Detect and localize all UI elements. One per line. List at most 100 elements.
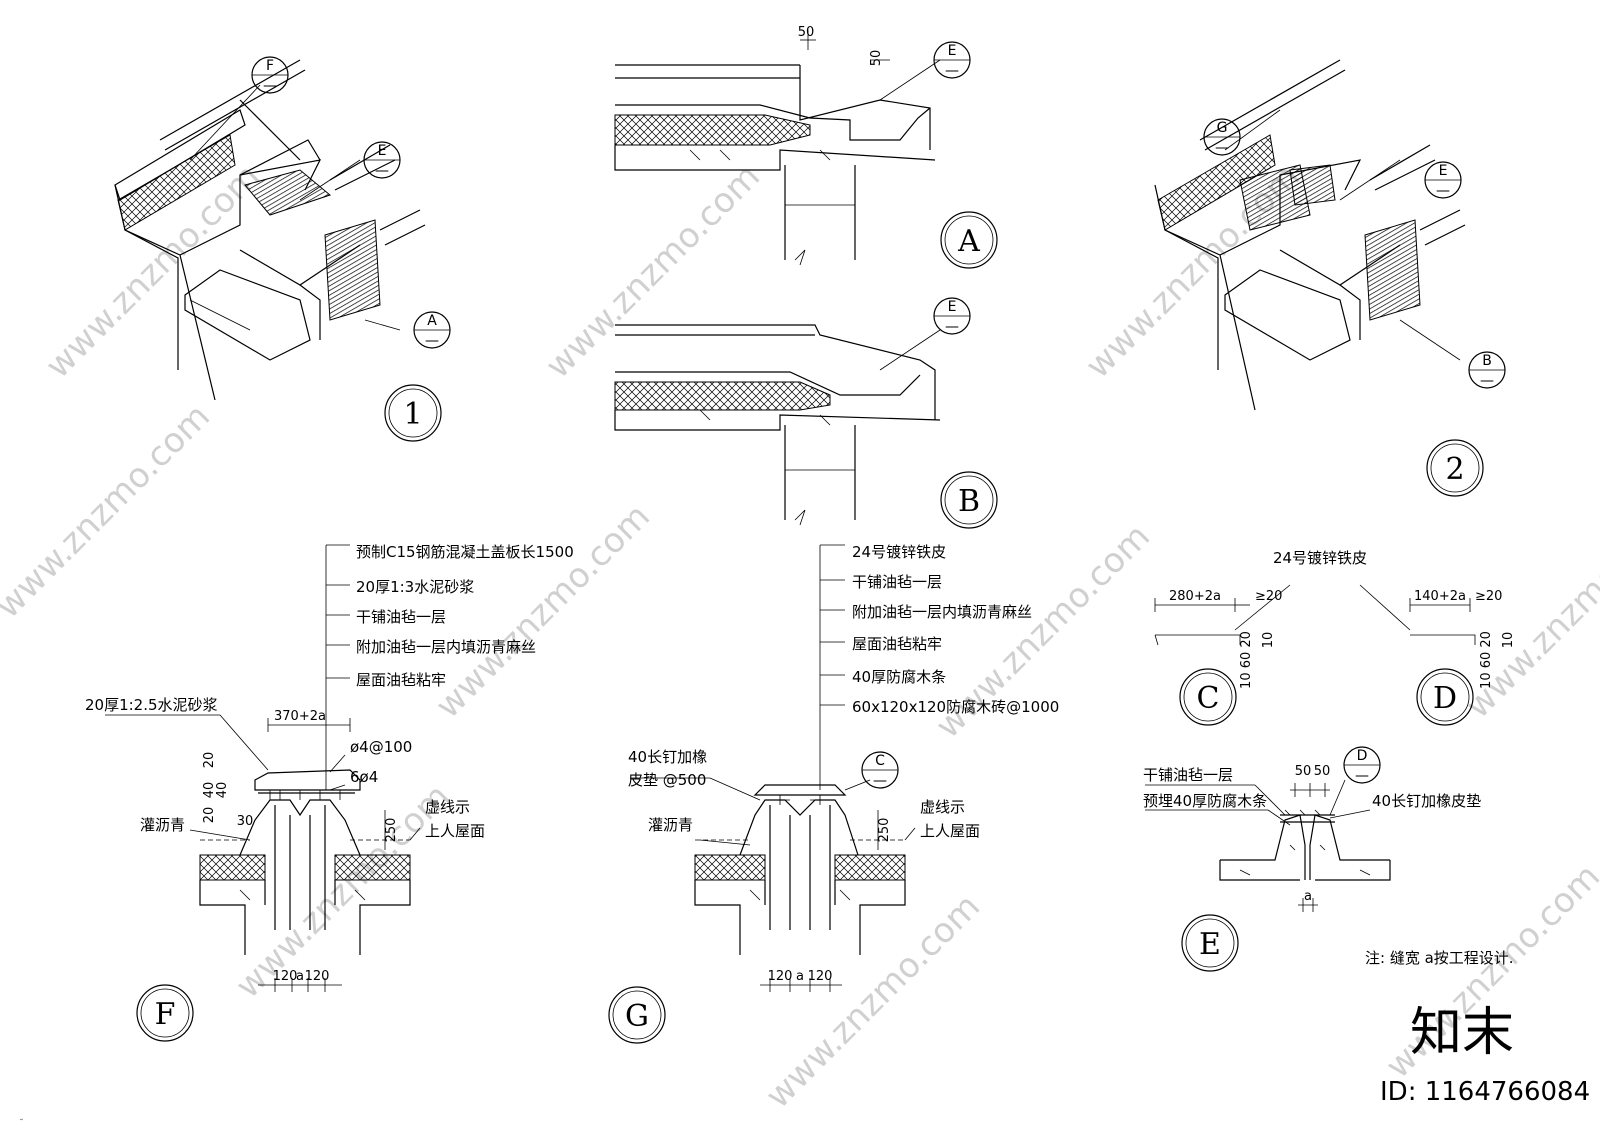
ref-B: B — — [1468, 351, 1506, 389]
ref-G-top: G — — [1203, 118, 1241, 156]
ref-B-label: B — [1482, 353, 1492, 369]
detail-C-marker: C — [1179, 668, 1237, 726]
detail-F-label-4: 附加油毡一层内填沥青麻丝 — [356, 638, 536, 656]
detail-F-dim-30: 30 — [237, 814, 254, 829]
ref-E-B-label: E — [948, 299, 957, 315]
ref-F-dash: — — [263, 78, 277, 94]
design-note: 注: 缝宽 a按工程设计. — [1365, 949, 1514, 967]
ref-A-dash: — — [425, 333, 439, 349]
detail-2-marker: 2 — [1426, 439, 1484, 497]
detail-G-labels: 24号镀锌铁皮 干铺油毡一层 附加油毡一层内填沥青麻丝 屋面油毡粘牢 40厚防腐… — [628, 543, 1059, 840]
detail-E-dim-a: a — [1304, 889, 1312, 904]
detail-G-marker: G — [608, 986, 666, 1044]
detail-G-nail-2: 皮垫 @500 — [628, 771, 706, 789]
detail-F-label-3: 干铺油毡一层 — [356, 608, 446, 626]
detail-A-section: 50 50 — [614, 25, 941, 266]
detail-G-label-2: 干铺油毡一层 — [852, 573, 942, 591]
detail-B-marker: B — [940, 471, 998, 529]
detail-E-wood: 预埋40厚防腐木条 — [1143, 792, 1267, 810]
detail-C-letter: C — [1197, 681, 1220, 716]
detail-F-dim-120b: 120 — [305, 969, 330, 984]
detail-F-marker: F — [136, 984, 194, 1042]
ref-E-A: E — — [933, 41, 971, 79]
ref-E-A-label: E — [948, 43, 957, 59]
detail-D-letter: D — [1433, 681, 1457, 716]
detail-F-dim-20b: 20 — [202, 807, 217, 824]
detail-D-dim-1060: 10 60 20 — [1479, 631, 1494, 689]
detail-F-dash1: 虚线示 — [425, 798, 470, 816]
detail-C-dim-1060: 10 60 20 — [1239, 631, 1254, 689]
ref-C-label: C — [875, 753, 885, 769]
watermark-7: www.znzmo.com — [1458, 496, 1600, 726]
detail-G-dim-250: 250 — [877, 818, 892, 843]
detail-E-felt: 干铺油毡一层 — [1143, 766, 1233, 784]
ref-G-label: G — [1217, 120, 1228, 136]
watermark-2: www.znzmo.com — [538, 156, 768, 386]
detail-B-section — [614, 324, 941, 526]
detail-G-letter: G — [625, 999, 649, 1034]
ref-E2-dash: — — [1436, 183, 1450, 199]
detail-G-label-4: 屋面油毡粘牢 — [852, 635, 942, 653]
detail-1-isometric — [114, 59, 426, 401]
detail-E-dim-50a: 50 — [1295, 764, 1312, 779]
detail-F-dash2: 上人屋面 — [425, 822, 485, 840]
ref-B-dash: — — [1480, 373, 1494, 389]
watermark-8: www.znzmo.com — [228, 776, 458, 1006]
ref-E-B: E — — [933, 297, 971, 335]
ref-F-label: F — [266, 58, 274, 74]
detail-E-labels: 干铺油毡一层 预埋40厚防腐木条 40长钉加橡皮垫 — [1143, 766, 1481, 810]
detail-G-nail-1: 40长钉加橡 — [628, 748, 707, 766]
detail-D-dim-ge20: ≥20 — [1475, 589, 1502, 604]
detail-F-dim-250: 250 — [384, 818, 399, 843]
detail-A-letter: A — [957, 224, 980, 259]
detail-D-marker: D — [1416, 668, 1474, 726]
detail-2-isometric — [1154, 59, 1466, 411]
ref-E-top2: E — — [1424, 161, 1462, 199]
ref-E1-label: E — [378, 143, 387, 159]
ref-A-label: A — [427, 313, 437, 329]
detail-F-label-1: 预制C15钢筋混凝土盖板长1500 — [356, 543, 574, 561]
detail-2-number: 2 — [1445, 452, 1464, 487]
detail-F-label-2: 20厚1:3水泥砂浆 — [356, 578, 474, 596]
detail-F-dim-a: a — [296, 969, 304, 984]
detail-G-dash1: 虚线示 — [920, 798, 965, 816]
detail-F-label-5: 屋面油毡粘牢 — [356, 671, 446, 689]
detail-F-dim-370: 370+2a — [274, 709, 326, 724]
ref-E1-dash: — — [375, 163, 389, 179]
detail-A-dim-50a: 50 — [798, 25, 815, 40]
detail-D-dim-140: 140+2a — [1414, 589, 1466, 604]
ref-E-A-dash: — — [945, 63, 959, 79]
watermark-5: www.znzmo.com — [428, 496, 658, 726]
brand-logo: 知末 — [1410, 1003, 1514, 1063]
detail-E-dim-50b: 50 — [1314, 764, 1331, 779]
detail-F-labels: 预制C15钢筋混凝土盖板长1500 20厚1:3水泥砂浆 干铺油毡一层 附加油毡… — [85, 543, 574, 840]
ref-C: C — — [861, 751, 899, 789]
detail-A-dim-50b: 50 — [869, 50, 884, 67]
ref-D-dash: — — [1355, 768, 1369, 784]
watermark-cn: 知末网 — [20, 1118, 23, 1121]
detail-F-dim-120a: 120 — [273, 969, 298, 984]
detail-CD-title: 24号镀锌铁皮 — [1273, 549, 1367, 567]
detail-G-label-5: 40厚防腐木条 — [852, 668, 946, 686]
detail-F-dim-40a: 40 — [202, 782, 217, 799]
ref-D: D — — [1343, 746, 1381, 784]
detail-G-dim-120b: 120 — [808, 969, 833, 984]
detail-C-dim-280: 280+2a — [1169, 589, 1221, 604]
detail-E-section: 50 50 a — [1145, 764, 1391, 912]
watermark-9: www.znzmo.com — [758, 886, 988, 1116]
ref-E-B-dash: — — [945, 319, 959, 335]
detail-F-section: 370+2a 20 40 40 20 30 250 120 a 120 — [105, 544, 421, 992]
detail-E-letter: E — [1199, 927, 1221, 962]
detail-1-marker: 1 — [384, 384, 442, 442]
detail-F-phi4: ø4@100 — [350, 738, 412, 756]
detail-G-section: 250 120 a 120 — [630, 544, 916, 992]
detail-C-dim-10: 10 — [1261, 632, 1276, 649]
image-id: ID: 1164766084 — [1380, 1077, 1590, 1107]
watermark-4: www.znzmo.com — [0, 396, 218, 626]
detail-G-dim-120a: 120 — [768, 969, 793, 984]
detail-G-label-1: 24号镀锌铁皮 — [852, 543, 946, 561]
ref-A: A — — [413, 311, 451, 349]
detail-G-dim-a: a — [796, 969, 804, 984]
detail-G-dash2: 上人屋面 — [920, 822, 980, 840]
